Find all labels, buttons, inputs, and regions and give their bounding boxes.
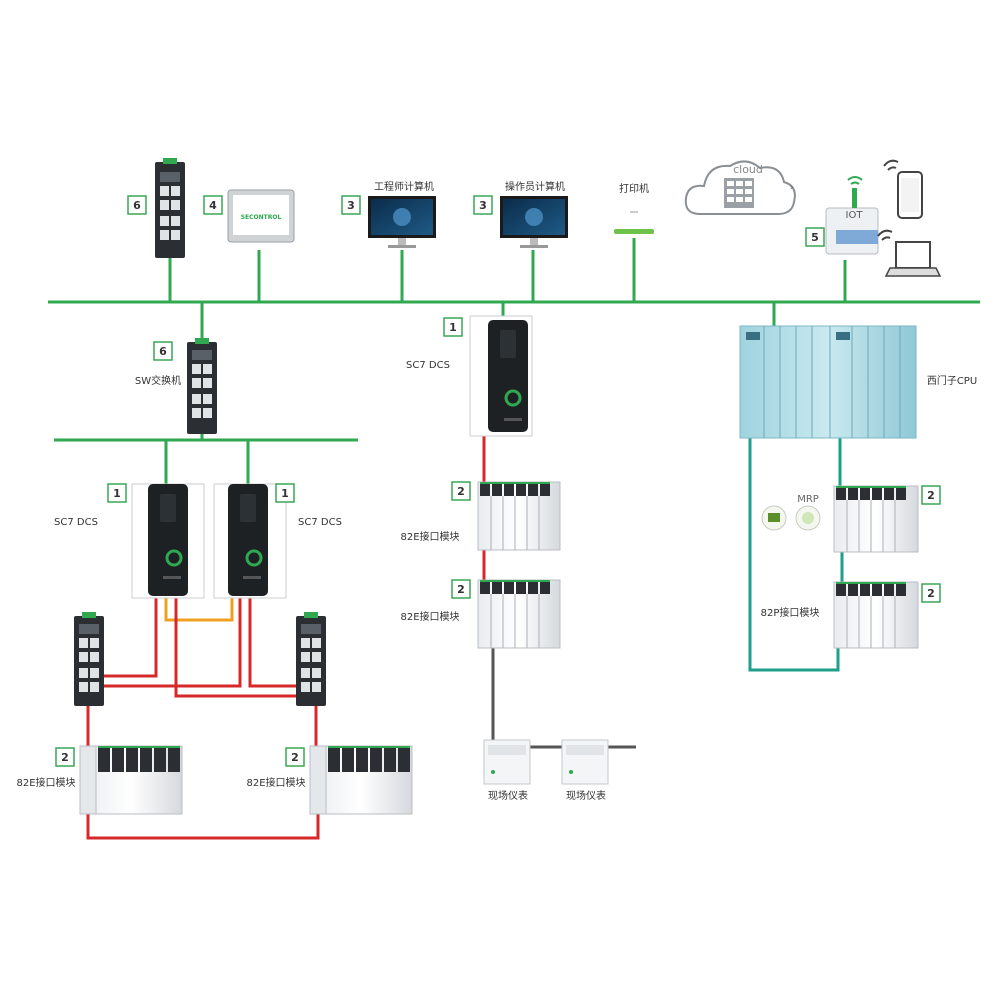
badge-mod-r: 2	[285, 747, 305, 767]
io-rack-left	[79, 745, 183, 815]
cloud-label: cloud	[733, 163, 763, 176]
badge-iot: 5	[805, 227, 825, 247]
badge-switch-top: 6	[127, 195, 147, 215]
io-rack-right-1	[833, 485, 919, 553]
badge-op-pc: 3	[473, 195, 493, 215]
svg-text:2: 2	[61, 751, 69, 764]
tv-round-icon	[761, 505, 787, 531]
laptop-icon	[884, 241, 942, 277]
dcs-controller-left	[131, 483, 205, 599]
svg-text:2: 2	[291, 751, 299, 764]
link-dcs-l-switch-r	[174, 596, 304, 698]
smartphone-icon	[897, 171, 923, 219]
svg-text:1: 1	[113, 487, 121, 500]
printer-label: 打印机	[619, 182, 649, 195]
mod-82p-label: 82P接口模块	[761, 606, 820, 619]
link-dcs-redundancy	[164, 596, 234, 622]
engineer-pc-monitor	[368, 196, 436, 248]
siemens-cpu-label: 西门子CPU	[927, 374, 977, 387]
sw-switch	[187, 338, 217, 434]
iot-label: IOT	[846, 210, 864, 221]
io-rack-right-bottom	[309, 745, 413, 815]
svg-text:2: 2	[927, 587, 935, 600]
network-lines	[48, 238, 980, 840]
dcs-controller-right	[213, 483, 287, 599]
operator-pc-label: 操作员计算机	[505, 180, 565, 193]
mod-right-label: 82E接口模块	[246, 776, 305, 789]
field-instrument-1	[483, 739, 531, 785]
cloud-icon: cloud	[684, 160, 796, 215]
svg-text:4: 4	[209, 199, 217, 212]
mod-left-label: 82E接口模块	[16, 776, 75, 789]
svg-text:3: 3	[479, 199, 487, 212]
link-dcs-r-switch-l	[100, 596, 242, 688]
badge-mod-r1: 2	[921, 485, 941, 505]
wifi-icon-iot	[847, 176, 863, 185]
sw-switch-label: SW交换机	[135, 374, 181, 387]
siemens-cpu-rack	[739, 325, 917, 439]
industrial-switch-left	[74, 612, 104, 706]
badge-dcs-left: 1	[107, 483, 127, 503]
wifi-icon-phone	[883, 159, 899, 171]
badge-mod-l: 2	[55, 747, 75, 767]
printer-icon	[614, 211, 654, 234]
svg-text:6: 6	[159, 345, 167, 358]
cloud-arrow-icon: ›	[790, 183, 794, 193]
badge-mod-c1: 2	[451, 481, 471, 501]
badge-sw-mid: 6	[153, 341, 173, 361]
hmi-brand-text: SECONTROL	[241, 214, 282, 221]
mod-c1-label: 82E接口模块	[400, 530, 459, 543]
dcs-controller-center	[469, 315, 533, 437]
link-dcs-r-switch-r	[248, 596, 304, 688]
badge-mod-r2: 2	[921, 583, 941, 603]
svg-text:2: 2	[457, 485, 465, 498]
badge-dcs-right: 1	[275, 483, 295, 503]
svg-text:2: 2	[927, 489, 935, 502]
industrial-switch-top	[155, 158, 185, 258]
svg-text:3: 3	[347, 199, 355, 212]
io-rack-center-1	[477, 481, 561, 551]
engineer-pc-label: 工程师计算机	[374, 180, 434, 193]
mrp-round-icon	[795, 505, 821, 531]
badge-mod-c2: 2	[451, 579, 471, 599]
mrp-label: MRP	[797, 494, 819, 505]
badge-hmi: 4	[203, 195, 223, 215]
field-2-label: 现场仪表	[566, 789, 606, 802]
link-dcs-l-switch-l	[100, 596, 158, 678]
svg-text:1: 1	[449, 321, 457, 334]
svg-text:6: 6	[133, 199, 141, 212]
field-instrument-2	[561, 739, 609, 785]
iot-gateway: IOT	[825, 188, 879, 255]
dcs-left-label: SC7 DCS	[54, 517, 98, 528]
wifi-icon-laptop	[877, 229, 893, 241]
svg-text:5: 5	[811, 231, 819, 244]
io-rack-right-2	[833, 581, 919, 649]
dcs-right-label: SC7 DCS	[298, 517, 342, 528]
hmi-panel: SECONTROL	[227, 189, 295, 243]
link-mod-ring	[86, 814, 320, 840]
dcs-center-label: SC7 DCS	[406, 360, 450, 371]
badge-eng-pc: 3	[341, 195, 361, 215]
svg-text:1: 1	[281, 487, 289, 500]
field-1-label: 现场仪表	[488, 789, 528, 802]
badge-dcs-center: 1	[443, 317, 463, 337]
industrial-switch-right	[296, 612, 326, 706]
mod-c2-label: 82E接口模块	[400, 610, 459, 623]
operator-pc-monitor	[500, 196, 568, 248]
link-siemens-ring	[748, 436, 840, 672]
svg-text:2: 2	[457, 583, 465, 596]
io-rack-center-2	[477, 579, 561, 649]
